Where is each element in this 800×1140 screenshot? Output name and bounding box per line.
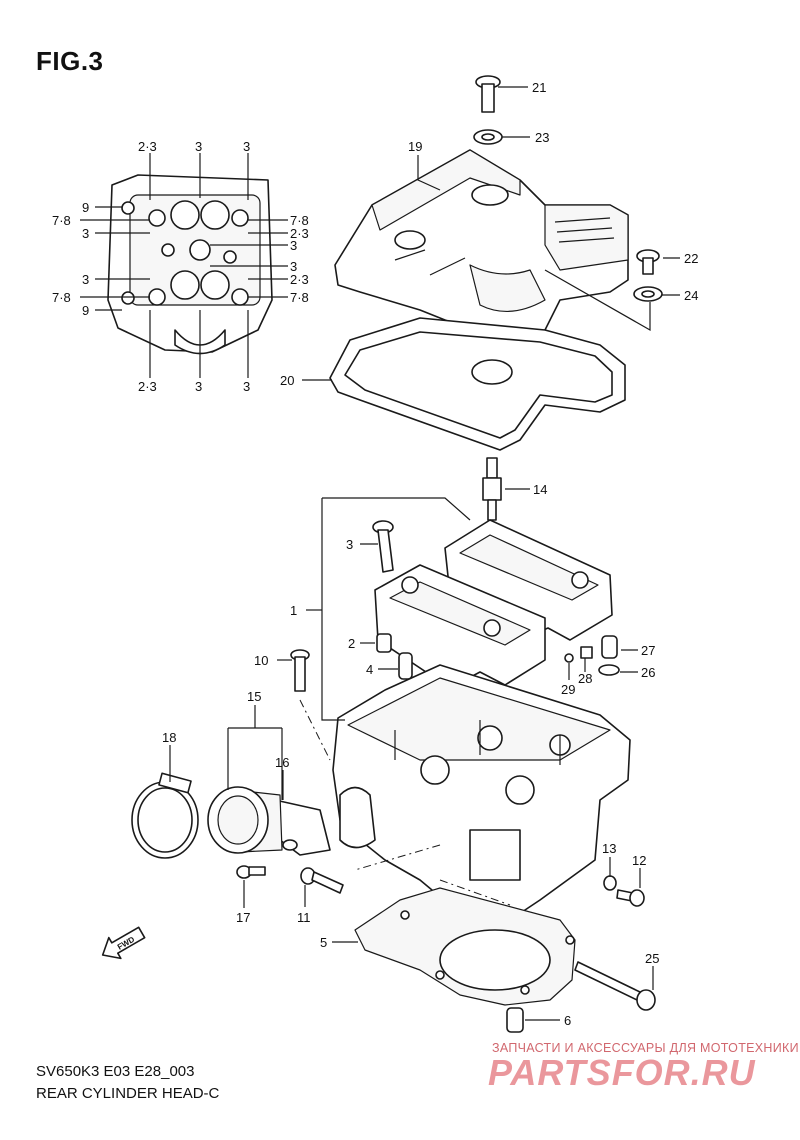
stud-bolt-25 xyxy=(574,961,656,1011)
label-18: 18 xyxy=(162,730,176,745)
figure-code: SV650K3 E03 E28_003 xyxy=(36,1063,195,1080)
intake-pipe xyxy=(207,786,331,856)
cover-bolt xyxy=(475,75,501,113)
inset-label-9-a: 9 xyxy=(82,200,89,215)
plug-seal xyxy=(471,359,513,385)
inset-label-7-8-right-b: 7·8 xyxy=(290,290,309,305)
oring-29 xyxy=(564,653,574,663)
hose-clamp xyxy=(131,772,199,859)
label-22: 22 xyxy=(684,251,698,266)
cylinder-head xyxy=(332,664,631,921)
sleeve-27 xyxy=(601,635,618,659)
figure-title: FIG.3 xyxy=(36,46,104,76)
dowel-6 xyxy=(506,1007,524,1033)
cover-gasket xyxy=(329,317,626,451)
label-10: 10 xyxy=(254,653,268,668)
inset-label-3-left-b: 3 xyxy=(82,272,89,287)
label-28: 28 xyxy=(578,671,592,686)
inset-label-3-top-b: 3 xyxy=(243,139,250,154)
inset-label-9-b: 9 xyxy=(82,303,89,318)
bolt-11 xyxy=(300,867,344,894)
label-20: 20 xyxy=(280,373,294,388)
label-24: 24 xyxy=(684,288,698,303)
figure-caption: REAR CYLINDER HEAD-C xyxy=(36,1085,220,1102)
label-11: 11 xyxy=(297,910,311,925)
inset-label-7-8-right-a: 7·8 xyxy=(290,213,309,228)
screw-17 xyxy=(236,865,266,879)
inset-head-top-view xyxy=(80,153,288,378)
label-26: 26 xyxy=(641,665,655,680)
spark-plug xyxy=(482,457,502,521)
label-13: 13 xyxy=(602,841,616,856)
dowel-pin xyxy=(376,633,392,653)
inset-label-3-right-b: 3 xyxy=(290,259,297,274)
watermark-tagline: ЗАПЧАСТИ И АКСЕССУАРЫ ДЛЯ МОТОТЕХНИКИ xyxy=(492,1041,799,1055)
leader-lines xyxy=(169,86,680,1021)
label-15: 15 xyxy=(247,689,261,704)
label-16: 16 xyxy=(275,755,289,770)
label-21: 21 xyxy=(532,80,546,95)
label-5: 5 xyxy=(320,935,327,950)
washer-26 xyxy=(598,664,620,676)
label-12: 12 xyxy=(632,853,646,868)
label-23: 23 xyxy=(535,130,549,145)
label-1: 1 xyxy=(290,603,297,618)
inset-label-3-right-a: 3 xyxy=(290,238,297,253)
side-bolt xyxy=(636,249,660,275)
label-14: 14 xyxy=(533,482,547,497)
label-3: 3 xyxy=(346,537,353,552)
holder-bolt xyxy=(372,520,394,573)
label-29: 29 xyxy=(561,682,575,697)
inset-label-3-bottom-b: 3 xyxy=(243,379,250,394)
label-27: 27 xyxy=(641,643,655,658)
fitting-28 xyxy=(580,646,593,659)
label-25: 25 xyxy=(645,951,659,966)
guide-pin xyxy=(398,652,413,680)
washer-13 xyxy=(603,875,617,891)
head-cover xyxy=(334,149,629,341)
inset-label-3-bottom-a: 3 xyxy=(195,379,202,394)
label-6: 6 xyxy=(564,1013,571,1028)
inset-label-3-top-a: 3 xyxy=(195,139,202,154)
bolt-12 xyxy=(616,889,645,907)
inset-label-2-3-top: 2·3 xyxy=(138,139,157,154)
bolt-10 xyxy=(290,649,310,692)
fwd-arrow-icon: FWD xyxy=(101,926,146,960)
label-17: 17 xyxy=(236,910,250,925)
inset-label-7-8-left-b: 7·8 xyxy=(52,290,71,305)
inset-label-2-3-right-b: 2·3 xyxy=(290,272,309,287)
label-4: 4 xyxy=(366,662,373,677)
inset-label-3-left-a: 3 xyxy=(82,226,89,241)
camshaft-holders xyxy=(374,519,613,689)
label-2: 2 xyxy=(348,636,355,651)
inset-label-2-3-bottom: 2·3 xyxy=(138,379,157,394)
inset-label-2-3-right-a: 2·3 xyxy=(290,226,309,241)
label-19: 19 xyxy=(408,139,422,154)
inset-label-7-8-left-a: 7·8 xyxy=(52,213,71,228)
watermark-logo: PARTSFOR.RU xyxy=(488,1052,756,1093)
